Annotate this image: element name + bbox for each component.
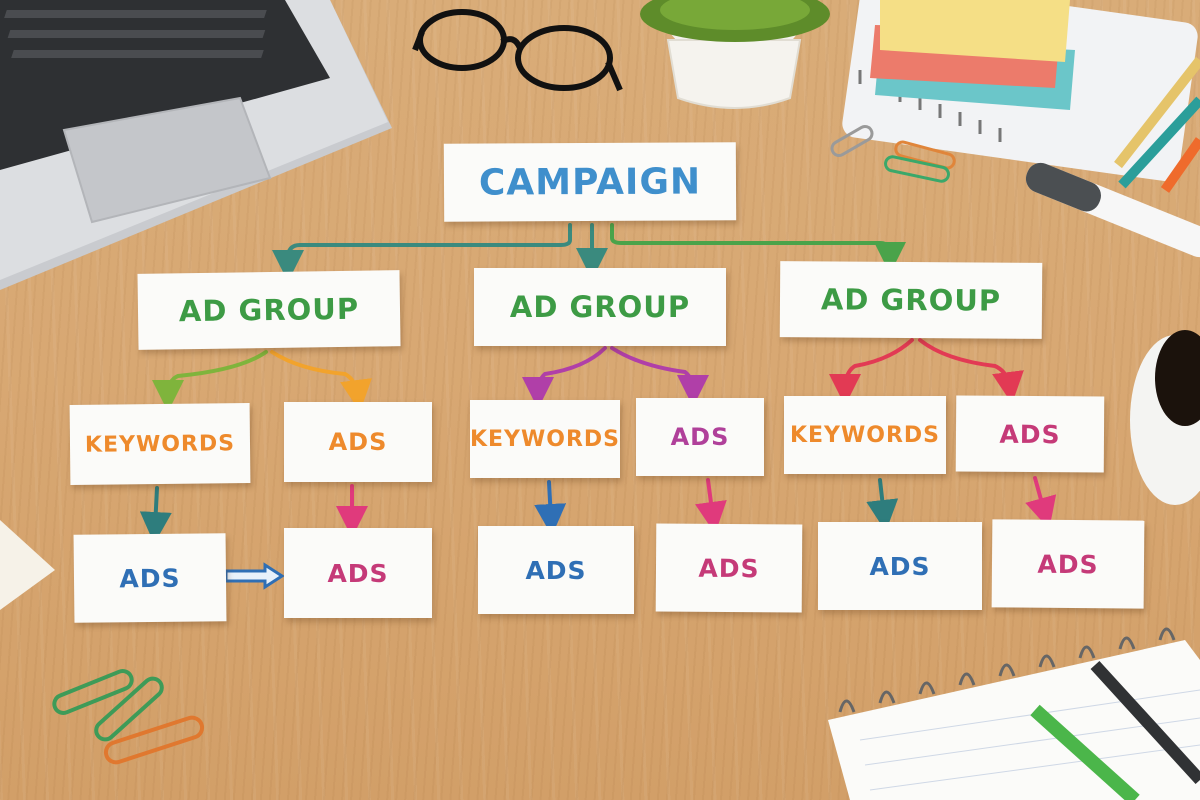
coffee-mug-icon — [1130, 330, 1200, 505]
ad-group-card-2: AD GROUP — [474, 268, 726, 346]
arrow-right-icon — [224, 562, 285, 590]
notebook-icon — [828, 627, 1200, 800]
keywords-card-2: KEYWORDS — [470, 400, 620, 478]
ads-result-card-2a: ADS — [478, 526, 634, 614]
ads-result-card-2b: ADS — [655, 523, 803, 613]
ads-result-card-3a: ADS — [818, 522, 982, 610]
note-icon — [0, 520, 55, 610]
marker-icon — [1025, 162, 1200, 258]
glasses-icon — [412, 9, 623, 92]
ads-result-card-1b: ADS — [284, 528, 432, 618]
keywords-card-1: KEYWORDS — [69, 403, 251, 485]
ad-group-card-1: AD GROUP — [137, 270, 401, 350]
plant-icon — [640, 0, 830, 109]
ads-result-card-1a: ADS — [73, 533, 227, 623]
ads-result-card-3b: ADS — [991, 519, 1145, 609]
sticky-notes-icon — [842, 0, 1198, 182]
ads-card-2: ADS — [636, 398, 764, 476]
pencil-icon — [1114, 56, 1200, 193]
ads-card-3: ADS — [955, 395, 1105, 473]
paper-clip-icon — [52, 669, 205, 765]
paper-clip-icon — [830, 125, 956, 183]
laptop-icon — [0, 0, 392, 290]
ads-card-1: ADS — [284, 402, 432, 482]
ad-group-card-3: AD GROUP — [779, 261, 1043, 339]
keywords-card-3: KEYWORDS — [784, 396, 946, 474]
campaign-card: CAMPAIGN — [443, 142, 737, 222]
